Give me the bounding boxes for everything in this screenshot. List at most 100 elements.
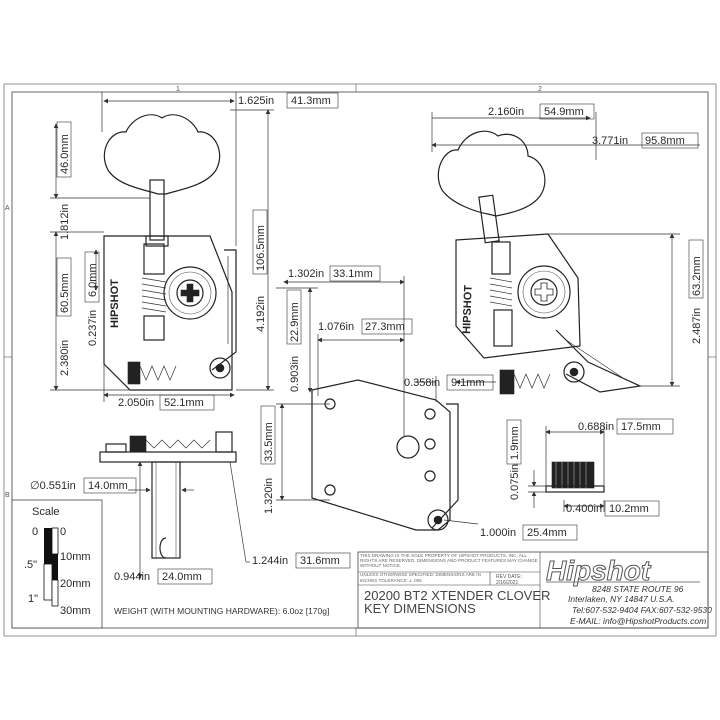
dim-2-380: 2.380in bbox=[59, 340, 71, 376]
dim-box-16 bbox=[616, 418, 674, 435]
dim-60-5mm: 60.5mm bbox=[59, 273, 71, 313]
zone-label-2: 2 bbox=[538, 86, 542, 93]
dim-25-4mm: 25.4mm bbox=[527, 527, 567, 539]
dim-33-1mm: 33.1mm bbox=[333, 268, 373, 280]
dim-0-551: ∅0.551in bbox=[30, 480, 76, 492]
dim-63-2mm: 63.2mm bbox=[691, 256, 703, 296]
dim-1-000: 1.000in bbox=[480, 527, 516, 539]
dim-box-9 bbox=[688, 239, 704, 299]
dim-box-21 bbox=[295, 552, 351, 569]
isometric-view-dimension-lines bbox=[431, 112, 700, 387]
dim-22-9mm: 22.9mm bbox=[289, 302, 301, 342]
thumbwheel-dimension-lines bbox=[528, 426, 605, 512]
side-view-drawing bbox=[99, 431, 237, 559]
dim-0-400: 0.400in bbox=[566, 503, 602, 515]
email-address: E-MAIL: info@HipshotProducts.com bbox=[570, 616, 706, 626]
back-plate-dimension-lines bbox=[276, 276, 496, 525]
dim-0-944: 0.944in bbox=[114, 571, 150, 583]
dim-17-5mm: 17.5mm bbox=[621, 421, 661, 433]
dim-box-7 bbox=[539, 103, 595, 120]
dim-106-5mm: 106.5mm bbox=[255, 225, 267, 271]
drawing-title-line2: KEY DIMENSIONS bbox=[364, 601, 476, 616]
dim-1-812: 1.812in bbox=[59, 204, 71, 240]
thumbwheel-drawing bbox=[545, 461, 605, 493]
dim-27-3mm: 27.3mm bbox=[365, 321, 405, 333]
scale-mm-20: 20mm bbox=[60, 578, 91, 590]
dim-1-076: 1.076in bbox=[318, 321, 354, 333]
scale-box bbox=[11, 499, 103, 629]
dim-0-358: 0.358in bbox=[404, 377, 440, 389]
dim-1-625: 1.625in bbox=[238, 95, 274, 107]
dim-box-17 bbox=[506, 419, 522, 465]
title-notice: THIS DRAWING IS THE SOLE PROPERTY OF HIP… bbox=[360, 553, 538, 568]
dim-31-6mm: 31.6mm bbox=[300, 555, 340, 567]
dim-box-12 bbox=[286, 289, 302, 345]
scale-inch-0: 0 bbox=[32, 526, 38, 538]
dim-box-13 bbox=[446, 374, 494, 391]
weight-note: WEIGHT (WITH MOUNTING HARDWARE): 6.0oz [… bbox=[114, 606, 329, 616]
dim-2-487: 2.487in bbox=[691, 308, 703, 344]
dim-6-0mm: 6.0mm bbox=[87, 263, 99, 297]
dim-10-2mm: 10.2mm bbox=[609, 503, 649, 515]
front-view-dimension-lines bbox=[50, 92, 274, 402]
dim-1-320: 1.320in bbox=[263, 478, 275, 514]
dim-1-302: 1.302in bbox=[288, 268, 324, 280]
back-plate-drawing bbox=[311, 379, 459, 531]
plate-logo-iso: HIPSHOT bbox=[461, 285, 475, 335]
dim-1-244: 1.244in bbox=[252, 555, 288, 567]
scale-inch-half: .5" bbox=[24, 559, 37, 571]
dim-box-11 bbox=[361, 318, 413, 335]
dim-14-0mm: 14.0mm bbox=[88, 480, 128, 492]
drawing-title-line1: 20200 BT2 XTENDER CLOVER bbox=[364, 588, 550, 603]
dim-95-8mm: 95.8mm bbox=[645, 135, 685, 147]
dim-46-0mm: 46.0mm bbox=[59, 134, 71, 174]
isometric-view-drawing: HIPSHOT bbox=[437, 130, 643, 395]
dim-41-3mm: 41.3mm bbox=[291, 95, 331, 107]
dim-1-9mm: 1.9mm bbox=[509, 426, 521, 460]
dim-0-237: 0.237in bbox=[87, 310, 99, 346]
dim-3-771: 3.771in bbox=[592, 135, 628, 147]
plate-logo-front: HIPSHOT bbox=[109, 279, 121, 328]
dim-9-1mm: 9.1mm bbox=[451, 377, 485, 389]
scale-inch-1: 1" bbox=[28, 593, 38, 605]
dim-box-14 bbox=[260, 405, 276, 465]
title-units-box: UNLESS OTHERWISE SPECIFIED: DIMENSIONS A… bbox=[360, 572, 481, 583]
scale-mm-10: 10mm bbox=[60, 551, 91, 563]
dim-4-192: 4.192in bbox=[255, 296, 267, 332]
address-line1: 8248 STATE ROUTE 96 bbox=[592, 584, 684, 594]
side-view-dimension-lines bbox=[128, 461, 250, 579]
dim-box-1 bbox=[286, 92, 339, 109]
dim-box-10 bbox=[329, 265, 381, 282]
dim-0-075: 0.075in bbox=[509, 464, 521, 500]
dim-box-8 bbox=[641, 132, 699, 149]
rev-label: REV DATE: bbox=[496, 574, 522, 580]
title-notice-box: THIS DRAWING IS THE SOLE PROPERTY OF HIP… bbox=[360, 553, 538, 568]
dim-box-18 bbox=[604, 500, 660, 517]
dim-54-9mm: 54.9mm bbox=[544, 106, 584, 118]
phone-fax: Tel:607-532-9404 FAX:607-532-9530 bbox=[572, 605, 712, 615]
dim-33-5mm: 33.5mm bbox=[263, 422, 275, 462]
rev-date: 2/16/2021 bbox=[496, 580, 518, 586]
dim-box-20 bbox=[157, 568, 213, 585]
dim-box-5 bbox=[84, 251, 100, 303]
dim-box-15 bbox=[522, 524, 578, 541]
scale-title: Scale bbox=[32, 506, 60, 518]
scale-mm-0: 0 bbox=[60, 526, 66, 538]
zone-label-1: 1 bbox=[176, 86, 180, 93]
scale-mm-30: 30mm bbox=[60, 605, 91, 617]
dim-52-1mm: 52.1mm bbox=[164, 397, 204, 409]
zone-label-b: B bbox=[5, 492, 10, 499]
dim-box-6 bbox=[159, 394, 215, 411]
front-view-drawing: HIPSHOT bbox=[103, 114, 237, 391]
dim-24-0mm: 24.0mm bbox=[162, 571, 202, 583]
hipshot-brand-logo: Hipshot bbox=[546, 555, 652, 586]
dim-box-3 bbox=[252, 209, 268, 275]
dim-0-903: 0.903in bbox=[289, 356, 301, 392]
dim-box-2 bbox=[56, 121, 72, 178]
title-block bbox=[357, 551, 709, 629]
zone-label-a: A bbox=[5, 205, 10, 212]
title-units: UNLESS OTHERWISE SPECIFIED: DIMENSIONS A… bbox=[360, 572, 481, 583]
dim-2-160: 2.160in bbox=[488, 106, 524, 118]
address-line2: Interlaken, NY 14847 U.S.A. bbox=[568, 594, 675, 604]
